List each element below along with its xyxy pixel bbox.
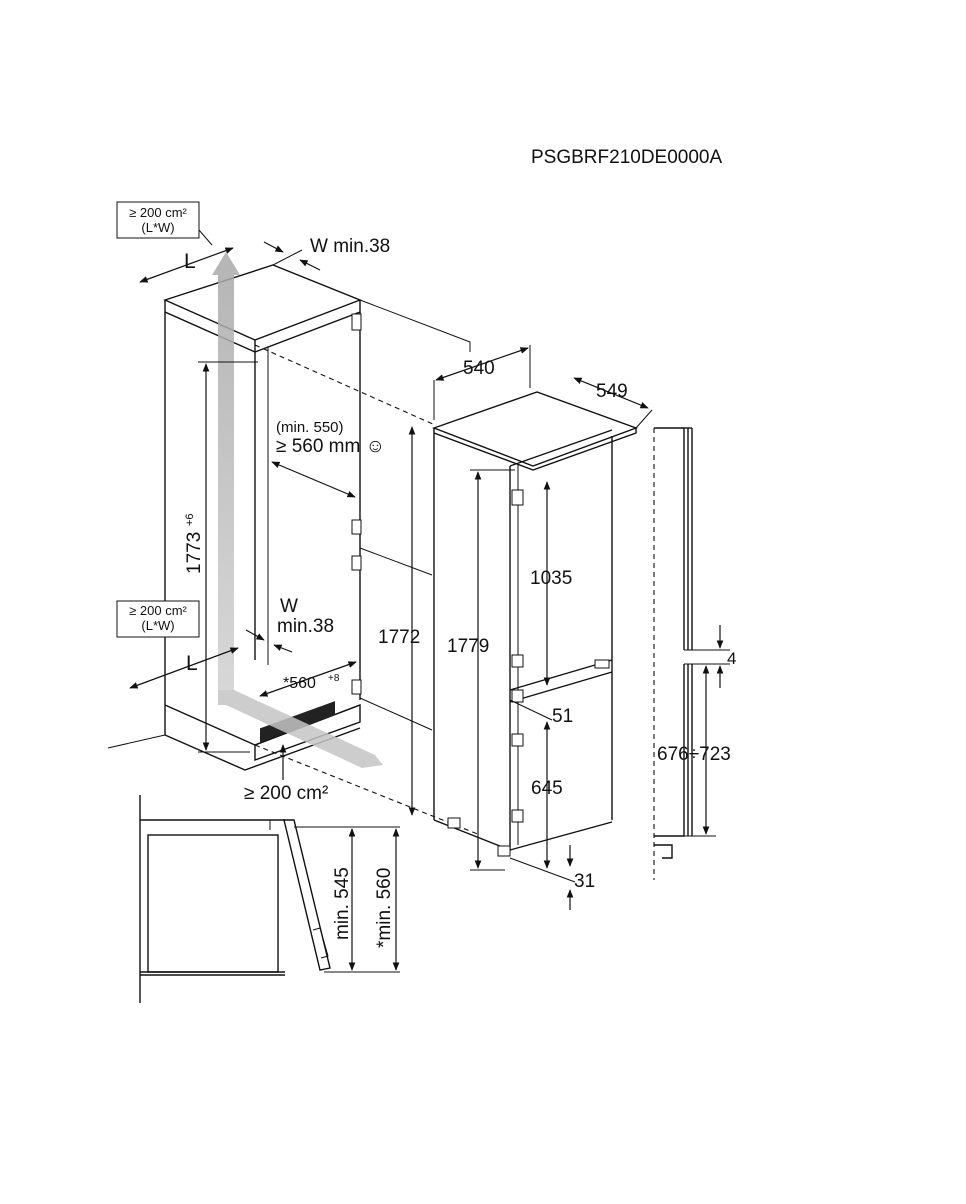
svg-text:W min.38: W min.38 <box>310 236 390 257</box>
appliance-body <box>431 391 639 857</box>
svg-text:540: 540 <box>463 358 495 379</box>
svg-text:(L*W): (L*W) <box>141 220 174 235</box>
niche-hinge-2 <box>351 519 362 535</box>
lower-door-dim: 645 <box>531 721 563 869</box>
svg-text:31: 31 <box>574 871 595 892</box>
upper-door-dim: 1035 <box>530 481 572 686</box>
side-profile <box>653 427 730 880</box>
appliance-depth-dim: 549 <box>573 377 653 429</box>
svg-text:min. 545: min. 545 <box>332 867 353 940</box>
svg-text:W: W <box>280 596 298 617</box>
svg-text:L: L <box>184 250 196 273</box>
svg-text:1779: 1779 <box>447 636 489 657</box>
svg-text:min.38: min.38 <box>277 616 334 637</box>
appliance-height-dim: 1772 <box>378 426 420 816</box>
niche-depth-dim: (min. 550) ≥ 560 mm ☺ <box>271 419 385 498</box>
niche-hinge-1 <box>351 313 362 331</box>
length-bottom-dim: L <box>129 647 239 689</box>
svg-text:(L*W): (L*W) <box>141 618 174 633</box>
svg-text:645: 645 <box>531 778 563 799</box>
side-range-dim: 676÷723 <box>657 665 731 835</box>
niche-hinge-3 <box>351 555 362 571</box>
svg-text:1772: 1772 <box>378 627 420 648</box>
top-view-depth-b-dim: *min. 560 <box>374 828 400 971</box>
gap-dim: 51 <box>509 699 573 727</box>
svg-text:*min. 560: *min. 560 <box>374 868 395 948</box>
niche-top-edge <box>164 300 361 353</box>
length-top-dim: L <box>139 247 234 283</box>
svg-text:+6: +6 <box>184 513 196 526</box>
side-gap-dim: 4 <box>716 625 736 688</box>
svg-text:L: L <box>186 652 198 675</box>
vent-floor-label: ≥ 200 cm² <box>244 744 328 804</box>
model-code: PSGBRF210DE0000A <box>531 147 722 168</box>
w-mid-dim: W min.38 <box>245 596 334 653</box>
svg-text:+8: +8 <box>328 673 340 684</box>
svg-text:(min. 550): (min. 550) <box>276 419 344 436</box>
svg-text:≥ 200 cm²: ≥ 200 cm² <box>129 205 187 220</box>
svg-text:≥ 200 cm²: ≥ 200 cm² <box>244 783 328 804</box>
niche-hinge-4 <box>351 679 362 695</box>
niche-cabinet <box>107 264 481 836</box>
vent-bottom-label: ≥ 200 cm² (L*W) <box>116 600 200 638</box>
svg-text:1035: 1035 <box>530 568 572 589</box>
top-view <box>139 795 400 1003</box>
vent-top-label: ≥ 200 cm² (L*W) <box>116 201 200 239</box>
appliance-door-height-dim: 1779 <box>447 469 515 871</box>
svg-text:4: 4 <box>727 649 736 668</box>
niche-width-dim: *560 +8 <box>259 661 357 697</box>
appliance-width-dim: 540 <box>433 345 531 420</box>
bottom-dim: 31 <box>509 845 595 910</box>
w-top-dim: W min.38 <box>263 236 390 271</box>
svg-text:≥ 560 mm ☺: ≥ 560 mm ☺ <box>276 436 385 457</box>
svg-text:≥ 200 cm²: ≥ 200 cm² <box>129 603 187 618</box>
top-view-depth-a-dim: min. 545 <box>332 828 356 971</box>
niche-top-slab <box>163 264 362 341</box>
svg-text:549: 549 <box>596 381 628 402</box>
svg-text:1773: 1773 <box>184 532 205 574</box>
svg-text:676÷723: 676÷723 <box>657 744 731 765</box>
svg-text:51: 51 <box>552 706 573 727</box>
svg-text:*560: *560 <box>283 675 316 692</box>
